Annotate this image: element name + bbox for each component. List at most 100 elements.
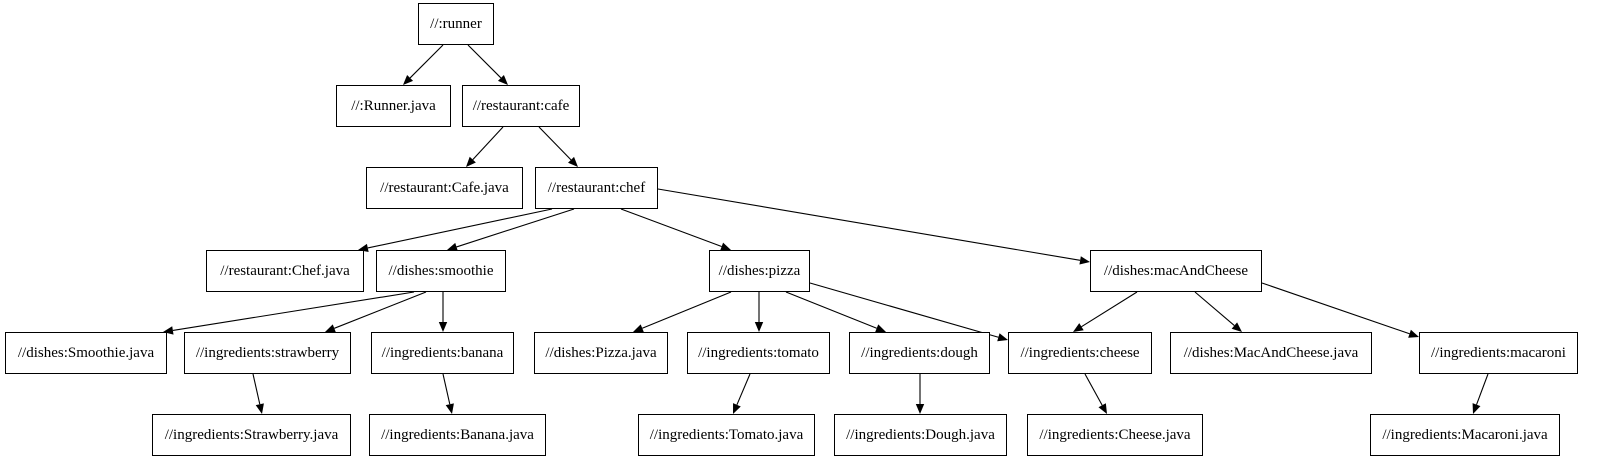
graph-node-label: //restaurant:cafe [472, 97, 570, 114]
graph-node-ing-cheese[interactable]: //ingredients:cheese [1008, 332, 1152, 374]
graph-edge-dishes-macandcheese-to-ing-cheese [1073, 291, 1138, 332]
edge-arrowhead [255, 403, 264, 414]
graph-edge-dishes-smoothie-to-ing-banana [438, 292, 448, 332]
graph-node-label: //ingredients:macaroni [1431, 344, 1566, 361]
graph-edge-runner-to-restaurant-cafe [467, 44, 508, 85]
graph-node-label: //dishes:smoothie [388, 262, 494, 279]
graph-node-label: //ingredients:Dough.java [846, 426, 995, 443]
graph-node-label: //ingredients:cheese [1020, 344, 1140, 361]
edge-arrowhead [445, 403, 454, 414]
edge-arrowhead [1408, 329, 1419, 338]
edge-line [620, 208, 722, 248]
graph-node-label: //ingredients:tomato [698, 344, 819, 361]
graph-node-label: //ingredients:dough [861, 344, 978, 361]
graph-node-label: //:runner [430, 15, 482, 32]
graph-node-dishes-macandcheese[interactable]: //dishes:macAndCheese [1090, 250, 1262, 292]
edge-line [172, 291, 415, 331]
graph-node-ing-tomato[interactable]: //ingredients:tomato [687, 332, 830, 374]
graph-node-label: //dishes:MacAndCheese.java [1183, 344, 1359, 361]
graph-edge-dishes-macandcheese-to-dishes-macandcheese-java [1194, 291, 1242, 332]
edge-arrowhead [997, 333, 1008, 342]
graph-node-ing-banana-java[interactable]: //ingredients:Banana.java [369, 414, 546, 456]
graph-node-restaurant-chef[interactable]: //restaurant:chef [535, 167, 658, 209]
graph-node-restaurant-cafe-java[interactable]: //restaurant:Cafe.java [366, 167, 523, 209]
edge-arrowhead [1098, 403, 1107, 414]
edge-line [456, 208, 575, 248]
edge-line [409, 44, 444, 79]
edge-line [1084, 373, 1103, 406]
graph-node-dishes-macandcheese-java[interactable]: //dishes:MacAndCheese.java [1170, 332, 1372, 374]
graph-node-label: //dishes:Pizza.java [545, 344, 657, 361]
edge-arrowhead [733, 403, 741, 414]
edge-line [442, 373, 451, 405]
graph-edge-dishes-pizza-to-ing-dough [785, 291, 886, 333]
graph-node-label: //:Runner.java [351, 97, 436, 114]
edge-arrowhead [915, 404, 925, 414]
edge-arrowhead [1079, 256, 1090, 265]
edge-line [1261, 282, 1410, 335]
graph-node-ing-strawberry-java[interactable]: //ingredients:Strawberry.java [152, 414, 351, 456]
edge-line [252, 373, 261, 405]
edge-arrowhead [497, 74, 508, 85]
graph-node-label: //ingredients:Banana.java [381, 426, 534, 443]
graph-node-dishes-pizza[interactable]: //dishes:pizza [709, 250, 810, 292]
graph-node-ing-dough[interactable]: //ingredients:dough [849, 332, 990, 374]
edge-line [809, 282, 999, 338]
graph-node-ing-strawberry[interactable]: //ingredients:strawberry [184, 332, 351, 374]
edge-line [334, 291, 427, 329]
edge-arrowhead [403, 74, 414, 85]
edge-line [472, 126, 504, 161]
graph-node-runner-java[interactable]: //:Runner.java [336, 85, 451, 127]
graph-node-restaurant-cafe[interactable]: //restaurant:cafe [462, 85, 580, 127]
graph-node-label: //ingredients:Tomato.java [649, 426, 804, 443]
graph-edge-ing-macaroni-to-ing-macaroni-java [1472, 373, 1489, 414]
edge-line [1081, 291, 1138, 328]
graph-node-ing-macaroni-java[interactable]: //ingredients:Macaroni.java [1370, 414, 1560, 456]
graph-edge-ing-cheese-to-ing-cheese-java [1084, 373, 1107, 414]
edge-arrowhead [1073, 323, 1084, 332]
graph-edge-ing-strawberry-to-ing-strawberry-java [252, 373, 264, 414]
edge-line [785, 291, 877, 329]
graph-node-label: //restaurant:chef [547, 179, 646, 196]
edge-line [1475, 373, 1489, 405]
graph-node-label: //ingredients:Cheese.java [1039, 426, 1191, 443]
graph-node-label: //dishes:macAndCheese [1103, 262, 1249, 279]
edge-line [467, 44, 502, 79]
graph-node-label: //restaurant:Chef.java [220, 262, 350, 279]
graph-node-label: //ingredients:Strawberry.java [164, 426, 339, 443]
graph-edge-runner-to-runner-java [403, 44, 444, 85]
graph-node-label: //restaurant:Cafe.java [380, 179, 509, 196]
edge-arrowhead [754, 322, 764, 332]
graph-node-label: //ingredients:banana [381, 344, 504, 361]
edge-line [736, 373, 751, 406]
graph-edge-dishes-smoothie-to-dishes-smoothie-java [163, 291, 415, 335]
graph-node-dishes-smoothie-java[interactable]: //dishes:Smoothie.java [5, 332, 167, 374]
graph-node-label: //dishes:Smoothie.java [17, 344, 155, 361]
edge-arrowhead [568, 156, 578, 167]
graph-node-dishes-pizza-java[interactable]: //dishes:Pizza.java [534, 332, 668, 374]
graph-node-ing-dough-java[interactable]: //ingredients:Dough.java [834, 414, 1007, 456]
graph-edge-restaurant-chef-to-restaurant-chef-java [358, 208, 553, 253]
graph-node-dishes-smoothie[interactable]: //dishes:smoothie [376, 250, 506, 292]
graph-node-ing-cheese-java[interactable]: //ingredients:Cheese.java [1027, 414, 1203, 456]
graph-node-restaurant-chef-java[interactable]: //restaurant:Chef.java [206, 250, 364, 292]
graph-edge-restaurant-cafe-to-restaurant-chef [538, 126, 578, 167]
graph-edge-ing-dough-to-ing-dough-java [915, 374, 925, 414]
edge-arrowhead [438, 322, 448, 332]
graph-edge-dishes-smoothie-to-ing-strawberry [325, 291, 427, 333]
edge-line [642, 291, 732, 329]
graph-node-runner[interactable]: //:runner [418, 3, 494, 45]
graph-edge-ing-banana-to-ing-banana-java [442, 373, 454, 414]
edge-line [1194, 291, 1235, 326]
graph-edge-restaurant-chef-to-dishes-pizza [620, 208, 731, 251]
edge-line [538, 126, 572, 161]
graph-node-ing-tomato-java[interactable]: //ingredients:Tomato.java [638, 414, 815, 456]
graph-node-ing-banana[interactable]: //ingredients:banana [371, 332, 514, 374]
graph-node-label: //dishes:pizza [718, 262, 801, 279]
edge-arrowhead [633, 324, 644, 333]
graph-edge-dishes-macandcheese-to-ing-macaroni [1261, 282, 1419, 338]
graph-node-ing-macaroni[interactable]: //ingredients:macaroni [1419, 332, 1578, 374]
graph-node-label: //ingredients:Macaroni.java [1382, 426, 1548, 443]
graph-edge-restaurant-cafe-to-restaurant-cafe-java [466, 126, 504, 167]
